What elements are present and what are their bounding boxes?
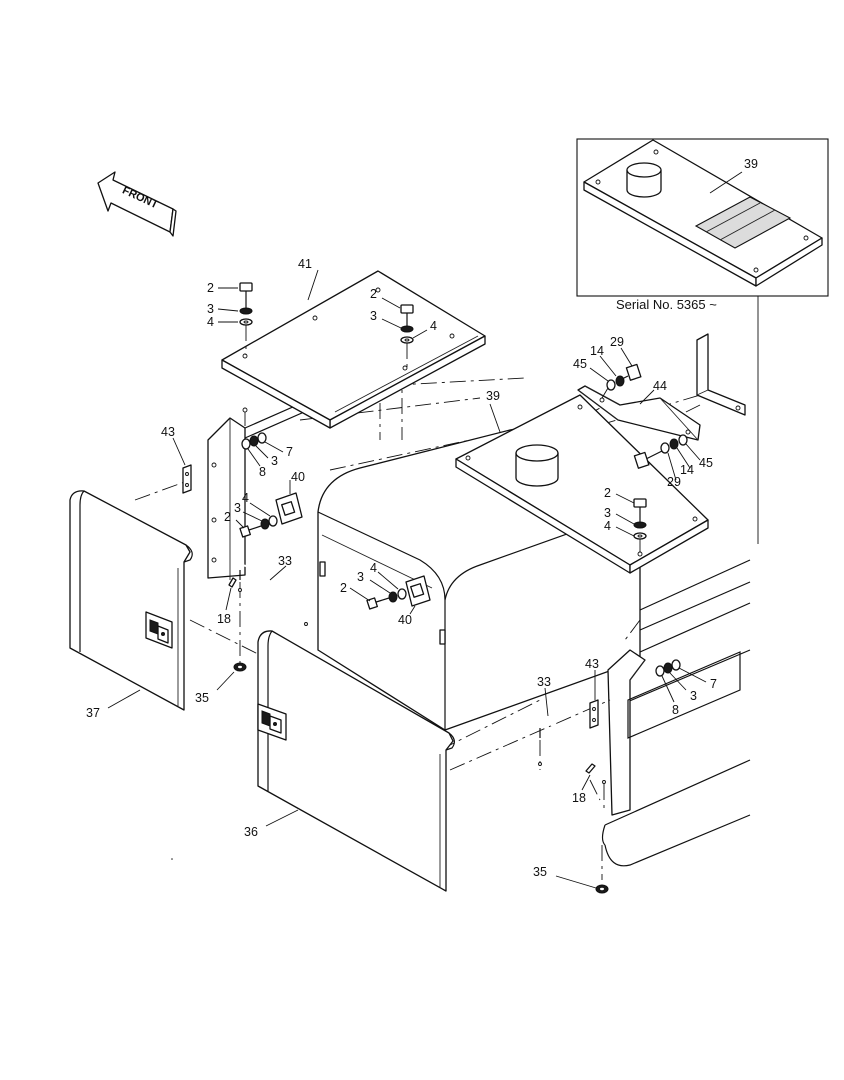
callout-8-b: 8	[672, 703, 679, 717]
handle-33-right: 33 18 35	[533, 675, 609, 894]
callout-8-a: 8	[259, 465, 266, 479]
part-41-cover-plate: 41	[221, 257, 486, 429]
fastener-group-40-center: 4 3 2 40	[340, 561, 431, 627]
callout-4-f: 4	[604, 519, 611, 533]
fastener-group-41-left: 2 3 4	[207, 281, 253, 355]
callout-4-b: 4	[430, 319, 437, 333]
callout-43-b: 43	[585, 657, 599, 671]
callout-3-e: 3	[357, 570, 364, 584]
callout-44: 44	[653, 379, 667, 393]
callout-33-b: 33	[537, 675, 551, 689]
callout-3-b: 3	[370, 309, 377, 323]
callout-2-c: 2	[224, 510, 231, 524]
callout-45-a: 45	[573, 357, 587, 371]
callout-18-b: 18	[572, 791, 586, 805]
callout-40-a: 40	[291, 470, 305, 484]
fastener-group-left-43: 43 7 3 8	[161, 425, 293, 494]
part-36-door-center: 36	[244, 630, 455, 892]
callout-36: 36	[244, 825, 258, 839]
callout-33-a: 33	[278, 554, 292, 568]
part-44-bracket: 44	[577, 379, 701, 441]
callout-3-d: 3	[234, 501, 241, 515]
handle-33-left: 33 18 35	[195, 554, 308, 705]
serial-note: Serial No. 5365 ~	[616, 297, 717, 312]
callout-29-a: 29	[610, 335, 624, 349]
callout-43-a: 43	[161, 425, 175, 439]
fastener-group-41-right: 2 3 4	[370, 287, 437, 368]
fastener-group-40-left: 40 4 3 2	[224, 470, 305, 538]
fastener-group-39: 2 3 4	[604, 486, 647, 552]
callout-3-g: 3	[690, 689, 697, 703]
fastener-group-44-top: 29 14 45	[573, 335, 642, 399]
callout-7-b: 7	[710, 677, 717, 691]
callout-3-f: 3	[604, 506, 611, 520]
callout-40-b: 40	[398, 613, 412, 627]
callout-2-e: 2	[604, 486, 611, 500]
callout-3-a: 3	[207, 302, 214, 316]
callout-7-a: 7	[286, 445, 293, 459]
fastener-group-44-bottom: 4 14 45 29	[633, 434, 713, 489]
callout-18-a: 18	[217, 612, 231, 626]
callout-35-b: 35	[533, 865, 547, 879]
part-37-door-left: 37	[69, 490, 193, 720]
callout-45-b: 45	[699, 456, 713, 470]
callout-4-c: 4	[242, 491, 249, 505]
callout-39: 39	[486, 389, 500, 403]
callout-4-d: 4	[370, 561, 377, 575]
callout-2-b: 2	[370, 287, 377, 301]
fastener-group-right-43: 43 7 3 8	[585, 657, 717, 729]
callout-14-b: 14	[680, 463, 694, 477]
callout-14-a: 14	[590, 344, 604, 358]
callout-41: 41	[298, 257, 312, 271]
callout-3-c: 3	[271, 454, 278, 468]
part-39-top-plate: 39	[455, 389, 709, 574]
callout-29-b: 29	[667, 475, 681, 489]
inset-box: 39 Serial No. 5365 ~	[576, 138, 829, 544]
callout-2-a: 2	[207, 281, 214, 295]
callout-37: 37	[86, 706, 100, 720]
callout-2-d: 2	[340, 581, 347, 595]
front-arrow: FRONT	[97, 171, 177, 237]
callout-4-a: 4	[207, 315, 214, 329]
callout-39-inset: 39	[744, 157, 758, 171]
callout-35-a: 35	[195, 691, 209, 705]
